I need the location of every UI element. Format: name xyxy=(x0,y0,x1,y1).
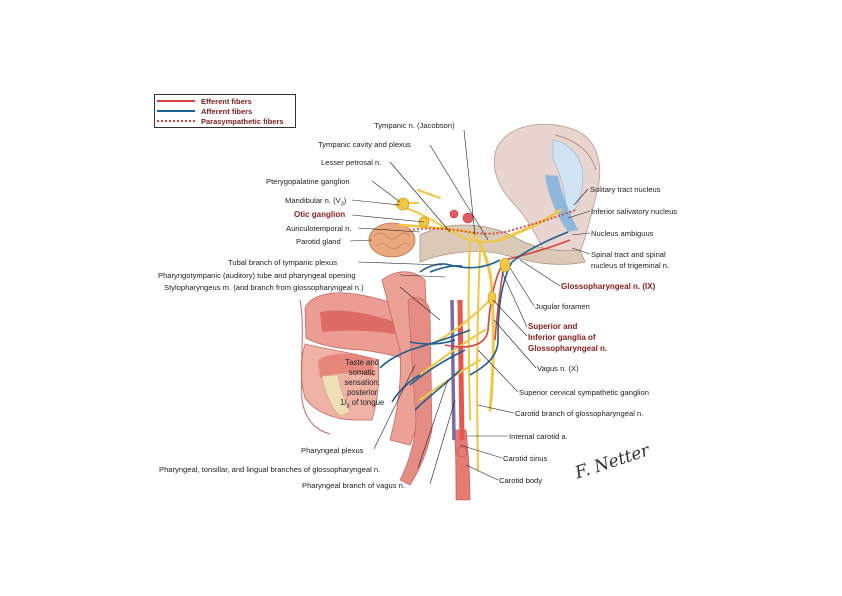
parasympathetic-pathways xyxy=(409,209,576,235)
legend: Efferent fibers Afferent fibers Parasymp… xyxy=(154,94,296,128)
afferent-swatch xyxy=(157,110,195,112)
legend-afferent-label: Afferent fibers xyxy=(201,106,253,116)
label-spinal-tract-1: Spinal tract and spinal xyxy=(591,250,666,259)
carotid-vessels xyxy=(450,299,471,501)
label-pharyngeal-vagus: Pharyngeal branch of vagus n. xyxy=(302,481,406,490)
legend-efferent-label: Efferent fibers xyxy=(201,96,252,106)
label-pterygopalatine: Pterygopalatine ganglion xyxy=(266,177,350,186)
label-mandibular-suffix: ) xyxy=(343,196,347,205)
parasympathetic-swatch xyxy=(157,120,195,122)
label-mandibular-text: Mandibular n. (V xyxy=(285,196,341,205)
ganglia xyxy=(396,197,511,306)
label-pharyngotympanic: Pharyngotympanic (auditory) tube and pha… xyxy=(158,271,356,280)
label-mandibular: Mandibular n. (V3) xyxy=(285,196,346,210)
label-pharyngeal-plexus: Pharyngeal plexus xyxy=(301,446,364,455)
label-inferior-salivatory: Inferior salivatory nucleus xyxy=(591,207,678,216)
label-ganglia-1: Superior and xyxy=(528,322,578,331)
label-pharyngeal-tonsillar: Pharyngeal, tonsillar, and lingual branc… xyxy=(159,465,381,474)
label-carotid-body: Carotid body xyxy=(499,476,543,485)
afferent-pathways xyxy=(379,231,569,411)
label-taste-line1: Taste and xyxy=(345,358,380,367)
label-taste-sub: 3 xyxy=(346,403,350,410)
label-solitary: Solitary tract nucleus xyxy=(590,185,661,194)
label-stylopharyngeus: Stylopharyngeus m. (and branch from glos… xyxy=(164,283,364,292)
label-auriculotemporal: Auriculotemporal n. xyxy=(286,224,352,233)
label-vagus: Vagus n. (X) xyxy=(537,364,579,373)
parotid-gland xyxy=(368,222,416,258)
label-carotid-branch: Carotid branch of glossopharyngeal n. xyxy=(515,409,644,418)
label-taste-line2: somatic xyxy=(348,368,376,377)
label-parotid: Parotid gland xyxy=(296,237,341,246)
label-tubal-branch: Tubal branch of tympanic plexus xyxy=(228,258,338,267)
label-taste-line3: sensation: xyxy=(344,378,380,387)
label-sup-cervical: Superior cervical sympathetic ganglion xyxy=(519,388,650,397)
label-taste-line5: 1/3 of tongue xyxy=(340,398,384,412)
label-taste: Taste and somatic sensation: posterior 1… xyxy=(340,358,384,412)
label-glossopharyngeal: Glossopharyngeal n. (IX) xyxy=(561,282,656,291)
leader-lines xyxy=(349,129,591,485)
label-internal-carotid: Internal carotid a. xyxy=(509,432,568,441)
label-jugular: Jugular foramen xyxy=(535,302,590,311)
legend-afferent: Afferent fibers xyxy=(157,106,252,116)
efferent-swatch xyxy=(157,100,195,102)
label-taste-line4: posterior xyxy=(346,388,378,397)
label-mandibular-sub: 3 xyxy=(340,201,344,208)
label-otic-ganglion: Otic ganglion xyxy=(294,210,346,219)
label-ganglia-2: Inferior ganglia of xyxy=(528,333,596,342)
skull-base xyxy=(419,224,586,265)
legend-parasympathetic: Parasympathetic fibers xyxy=(157,116,284,126)
label-tympanic-n: Tympanic n. (Jacobson) xyxy=(374,121,455,130)
label-taste-frac: 1/ xyxy=(340,398,347,407)
label-tympanic-cavity: Tympanic cavity and plexus xyxy=(318,140,411,149)
label-ambiguus: Nucleus ambiguus xyxy=(591,229,654,238)
label-spinal-tract-2: nucleus of trigeminal n. xyxy=(591,261,670,270)
label-lesser-petrosal: Lesser petrosal n. xyxy=(321,158,382,167)
label-carotid-sinus: Carotid sinus xyxy=(503,454,548,463)
label-taste-tongue: of tongue xyxy=(349,398,385,407)
legend-parasympathetic-label: Parasympathetic fibers xyxy=(201,116,284,126)
label-ganglia-3: Glossopharyngeal n. xyxy=(528,344,608,353)
legend-efferent: Efferent fibers xyxy=(157,96,252,106)
